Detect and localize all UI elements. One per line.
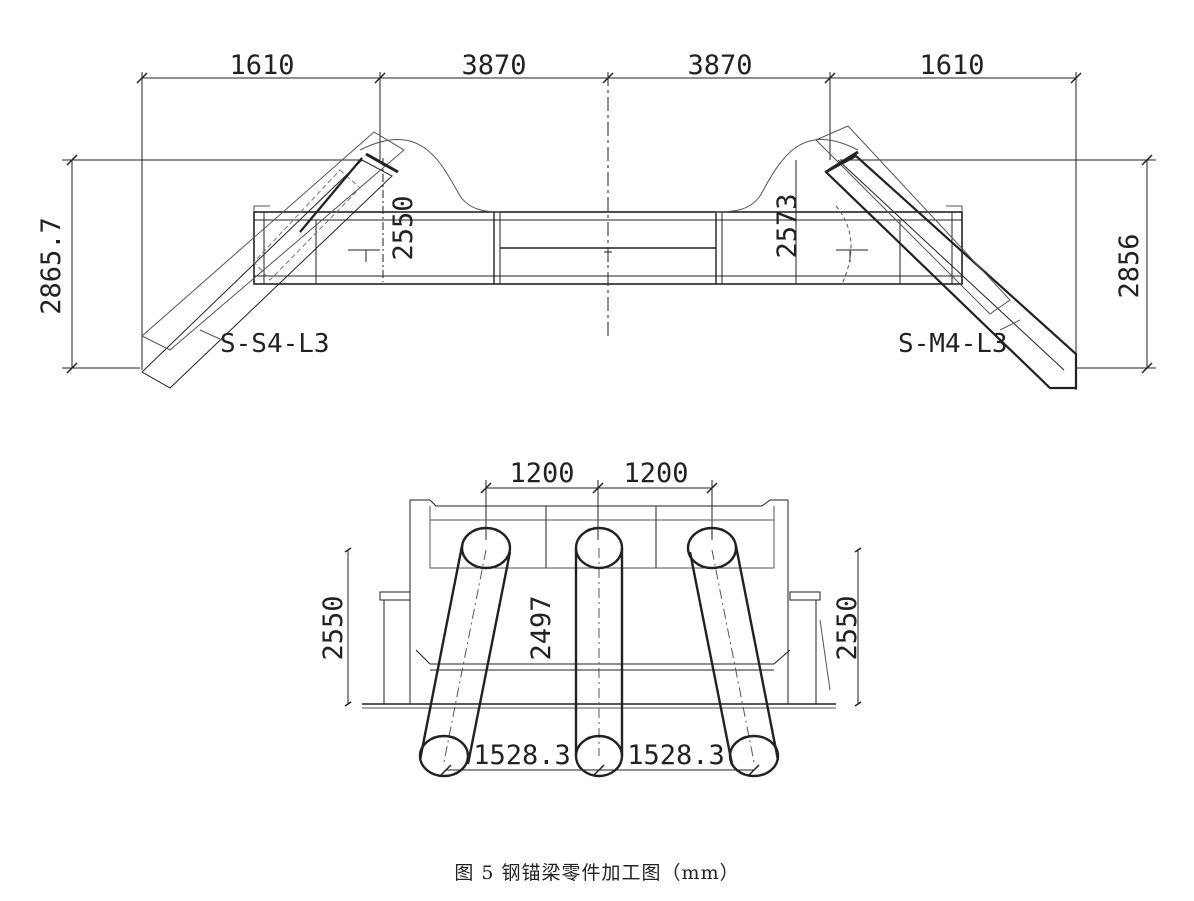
left-tube [418, 526, 512, 778]
dim-bottom-top-1: 1200 [509, 458, 574, 489]
right-anchor-tube [815, 125, 1078, 390]
height-dimension-lines [62, 154, 1156, 374]
dim-top-2: 3870 [461, 50, 526, 81]
figure-caption: 图 5 钢锚梁零件加工图（mm） [454, 862, 740, 884]
dim-height-right: 2856 [1114, 233, 1145, 298]
dim-bottom-low-2: 1528.3 [627, 740, 725, 771]
dim-bottom-height-right: 2550 [832, 595, 863, 660]
top-dimension-lines [136, 72, 1082, 390]
dim-top-3: 3870 [687, 50, 752, 81]
dim-inner-right: 2573 [772, 193, 803, 258]
dim-top-4: 1610 [919, 50, 984, 81]
bottom-height-lines [344, 547, 862, 707]
dim-bottom-low-1: 1528.3 [473, 740, 571, 771]
part-tag-left: S-S4-L3 [220, 329, 330, 359]
dim-bottom-height-left: 2550 [318, 595, 349, 660]
right-tube [686, 526, 780, 778]
dim-top-1: 1610 [229, 50, 294, 81]
center-tube [574, 526, 624, 778]
dim-height-left: 2865.7 [36, 217, 67, 315]
top-view [62, 72, 1156, 390]
left-anchor-tube [141, 131, 405, 389]
beam-body [253, 211, 963, 285]
bottom-top-dimension [480, 480, 718, 540]
dim-inner-left: 2550 [388, 195, 419, 260]
inner-height-lines [382, 158, 852, 285]
dim-bottom-height-center: 2497 [526, 595, 557, 660]
part-tag-right: S-M4-L3 [898, 329, 1008, 359]
top-plate-curve [253, 139, 963, 213]
dim-bottom-top-2: 1200 [623, 458, 688, 489]
bottom-view [344, 480, 862, 778]
bottom-bottom-dimension [440, 764, 760, 776]
